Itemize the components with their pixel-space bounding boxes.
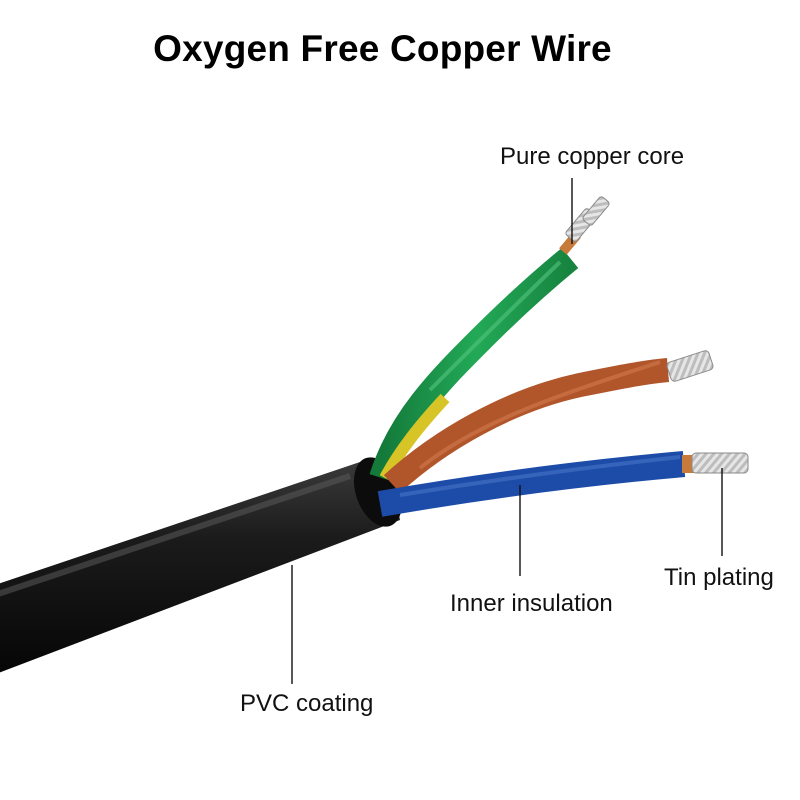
label-tin-plating: Tin plating [664, 564, 774, 591]
pvc-jacket [0, 457, 403, 673]
label-pvc-coating: PVC coating [240, 690, 374, 717]
label-inner-insulation: Inner insulation [450, 590, 613, 617]
label-copper-core: Pure copper core [500, 143, 685, 170]
page-title: Oxygen Free Copper Wire [153, 28, 612, 69]
green-yellow-wire [369, 196, 610, 483]
brown-wire [383, 350, 714, 493]
blue-wire [377, 451, 749, 517]
